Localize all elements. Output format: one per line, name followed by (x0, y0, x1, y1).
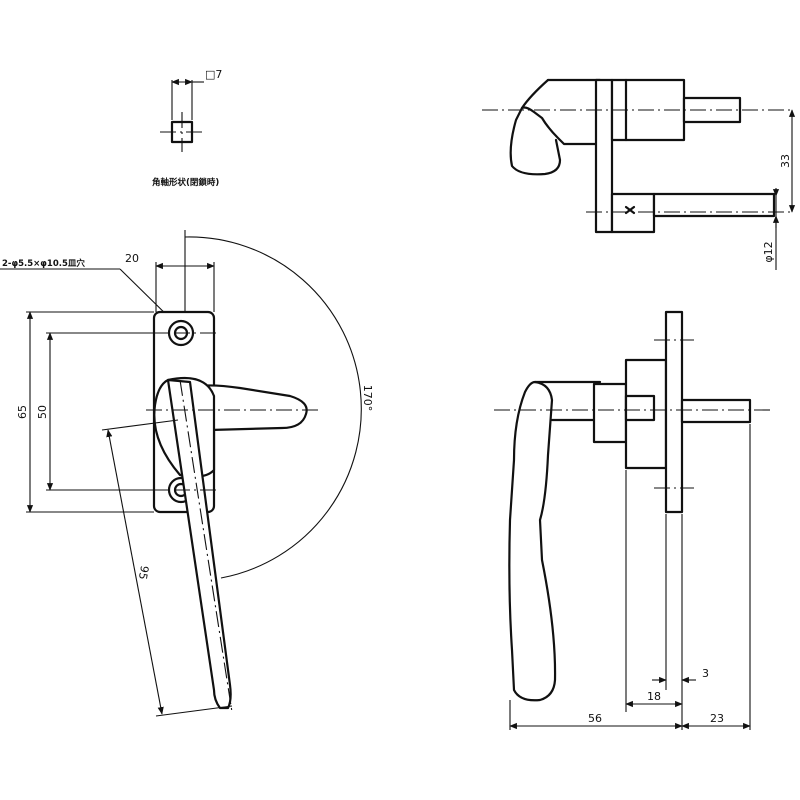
top-view: 33 φ12 (482, 78, 796, 270)
side-view: 3 18 56 23 (494, 310, 770, 730)
square-shaft-caption: 角軸形状(閉鎖時) (152, 177, 219, 188)
front-view: 170° 20 2-φ5.5×φ10.5皿穴 65 (0, 230, 374, 717)
dim-rotation-label: 170° (361, 385, 374, 412)
dim-plate-label: 3 (702, 667, 709, 680)
dim-handle-length-label: 95 (136, 565, 151, 581)
dim-shaft-length-label: 23 (710, 712, 724, 725)
dim-width-label: 20 (125, 252, 139, 265)
hole-note-label: 2-φ5.5×φ10.5皿穴 (2, 258, 85, 269)
dim-height-inner-label: 50 (36, 405, 49, 419)
dim-handle-depth-label: 56 (588, 712, 602, 725)
dim-height-outer-label: 65 (16, 405, 29, 419)
square-shaft-size-label: □7 (205, 68, 222, 81)
square-shaft-detail: □7 角軸形状(閉鎖時) (152, 68, 222, 188)
dim-diameter-label: φ12 (762, 241, 775, 262)
dim-base-label: 18 (647, 690, 661, 703)
dim-offset-label: 33 (779, 154, 792, 168)
